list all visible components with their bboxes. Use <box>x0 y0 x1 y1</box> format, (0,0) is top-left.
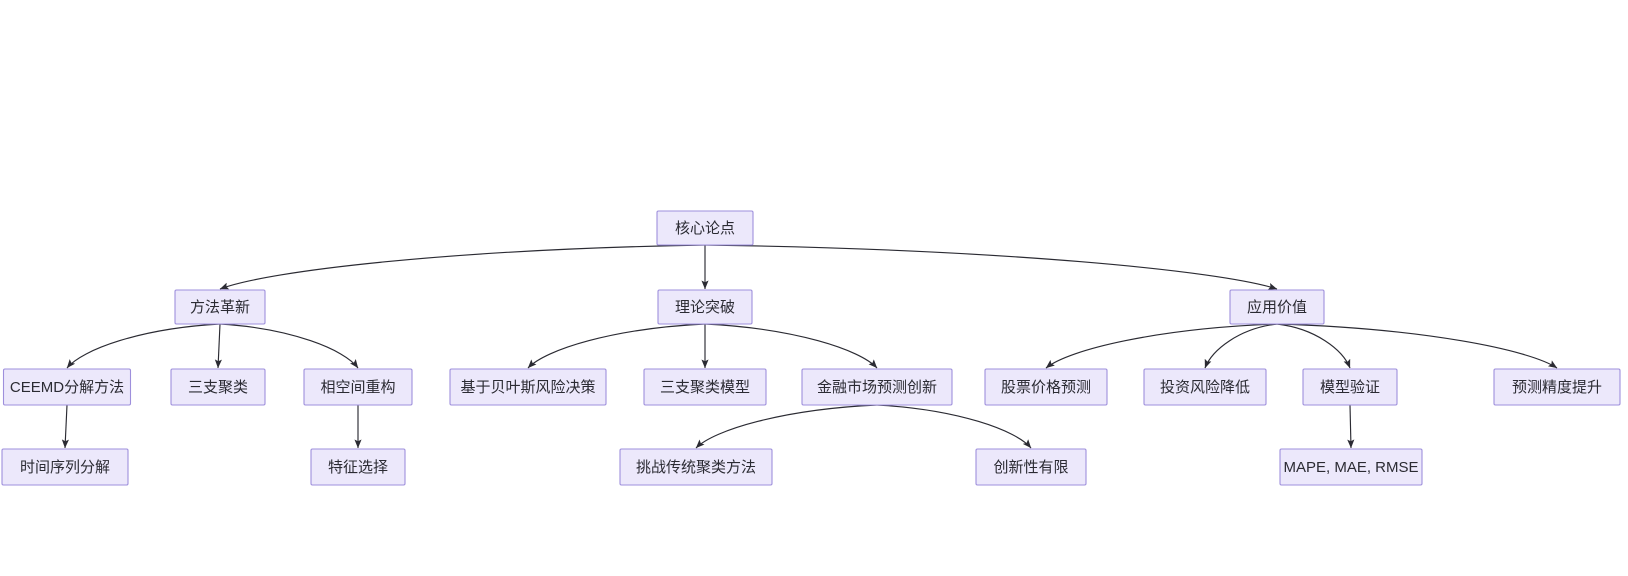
edge-l2i-to-l3e <box>1347 404 1355 449</box>
node-label-l2b: 三支聚类 <box>188 379 248 396</box>
node-box-l1c[interactable] <box>1229 289 1325 325</box>
node-box-l2e[interactable] <box>643 368 767 406</box>
edge-l1a-to-l2b <box>214 323 222 369</box>
node-label-l2g: 股票价格预测 <box>1001 379 1091 396</box>
node-label-l2d: 基于贝叶斯风险决策 <box>460 379 595 396</box>
node-box-l2d[interactable] <box>449 368 607 406</box>
edge-root-to-l1c <box>704 244 1278 290</box>
node-label-l2e: 三支聚类模型 <box>660 379 750 396</box>
node-l2i[interactable]: 模型验证 <box>1302 368 1398 406</box>
node-label-l3c: 挑战传统聚类方法 <box>636 459 756 476</box>
node-box-l2b[interactable] <box>170 368 266 406</box>
node-root[interactable]: 核心论点 <box>656 210 754 246</box>
node-box-root[interactable] <box>656 210 754 246</box>
edge-l1b-to-l2f <box>704 323 878 369</box>
node-l1a[interactable]: 方法革新 <box>174 289 266 325</box>
node-l1c[interactable]: 应用价值 <box>1229 289 1325 325</box>
node-label-l1c: 应用价值 <box>1247 298 1307 316</box>
node-l3d[interactable]: 创新性有限 <box>975 448 1087 486</box>
edge-l2a-to-l3a <box>61 404 69 449</box>
edge-l2f-to-l3c <box>695 404 878 449</box>
node-l2a[interactable]: CEEMD分解方法 <box>2 368 132 406</box>
node-label-l2j: 预测精度提升 <box>1512 379 1602 396</box>
node-label-l2i: 模型验证 <box>1320 379 1380 396</box>
node-l2j[interactable]: 预测精度提升 <box>1493 368 1621 406</box>
node-l1b[interactable]: 理论突破 <box>657 289 753 325</box>
edge-l1a-to-l2c <box>219 323 359 369</box>
edge-root-to-l1a <box>219 244 706 290</box>
node-l3b[interactable]: 特征选择 <box>310 448 406 486</box>
node-label-root: 核心论点 <box>675 220 735 237</box>
node-label-l2c: 相空间重构 <box>320 379 395 396</box>
node-label-l2a: CEEMD分解方法 <box>10 379 124 396</box>
node-box-l1b[interactable] <box>657 289 753 325</box>
edge-l1c-to-l2i <box>1276 323 1351 369</box>
node-box-l3a[interactable] <box>1 448 129 486</box>
node-box-l2a[interactable] <box>2 368 132 406</box>
edge-l1c-to-l2h <box>1204 323 1278 369</box>
node-l3e[interactable]: MAPE, MAE, RMSE <box>1279 448 1423 486</box>
node-l3a[interactable]: 时间序列分解 <box>1 448 129 486</box>
node-box-l3e[interactable] <box>1279 448 1423 486</box>
node-label-l3b: 特征选择 <box>328 459 388 476</box>
edge-l1a-to-l2a <box>66 323 221 369</box>
node-box-l3d[interactable] <box>975 448 1087 486</box>
edges-layer <box>61 244 1558 449</box>
node-label-l2f: 金融市场预测创新 <box>817 379 937 396</box>
node-box-l2h[interactable] <box>1143 368 1267 406</box>
node-box-l3b[interactable] <box>310 448 406 486</box>
node-l2g[interactable]: 股票价格预测 <box>984 368 1108 406</box>
node-label-l3e: MAPE, MAE, RMSE <box>1283 459 1418 476</box>
node-l2b[interactable]: 三支聚类 <box>170 368 266 406</box>
node-box-l1a[interactable] <box>174 289 266 325</box>
node-l3c[interactable]: 挑战传统聚类方法 <box>619 448 773 486</box>
node-box-l2g[interactable] <box>984 368 1108 406</box>
node-label-l1a: 方法革新 <box>190 299 250 316</box>
node-label-l2h: 投资风险降低 <box>1160 379 1250 396</box>
node-box-l2f[interactable] <box>801 368 953 406</box>
edge-l1b-to-l2d <box>527 323 706 369</box>
node-l2h[interactable]: 投资风险降低 <box>1143 368 1267 406</box>
node-box-l2c[interactable] <box>303 368 413 406</box>
node-l2c[interactable]: 相空间重构 <box>303 368 413 406</box>
node-label-l3d: 创新性有限 <box>993 459 1068 476</box>
edge-l2f-to-l3d <box>876 404 1032 449</box>
edge-l1c-to-l2g <box>1045 323 1278 369</box>
node-l2d[interactable]: 基于贝叶斯风险决策 <box>449 368 607 406</box>
node-box-l2i[interactable] <box>1302 368 1398 406</box>
node-label-l1b: 理论突破 <box>675 299 735 316</box>
node-label-l3a: 时间序列分解 <box>20 459 110 476</box>
node-box-l2j[interactable] <box>1493 368 1621 406</box>
node-l2e[interactable]: 三支聚类模型 <box>643 368 767 406</box>
node-box-l3c[interactable] <box>619 448 773 486</box>
node-l2f[interactable]: 金融市场预测创新 <box>801 368 953 406</box>
edge-l1c-to-l2j <box>1276 323 1558 369</box>
